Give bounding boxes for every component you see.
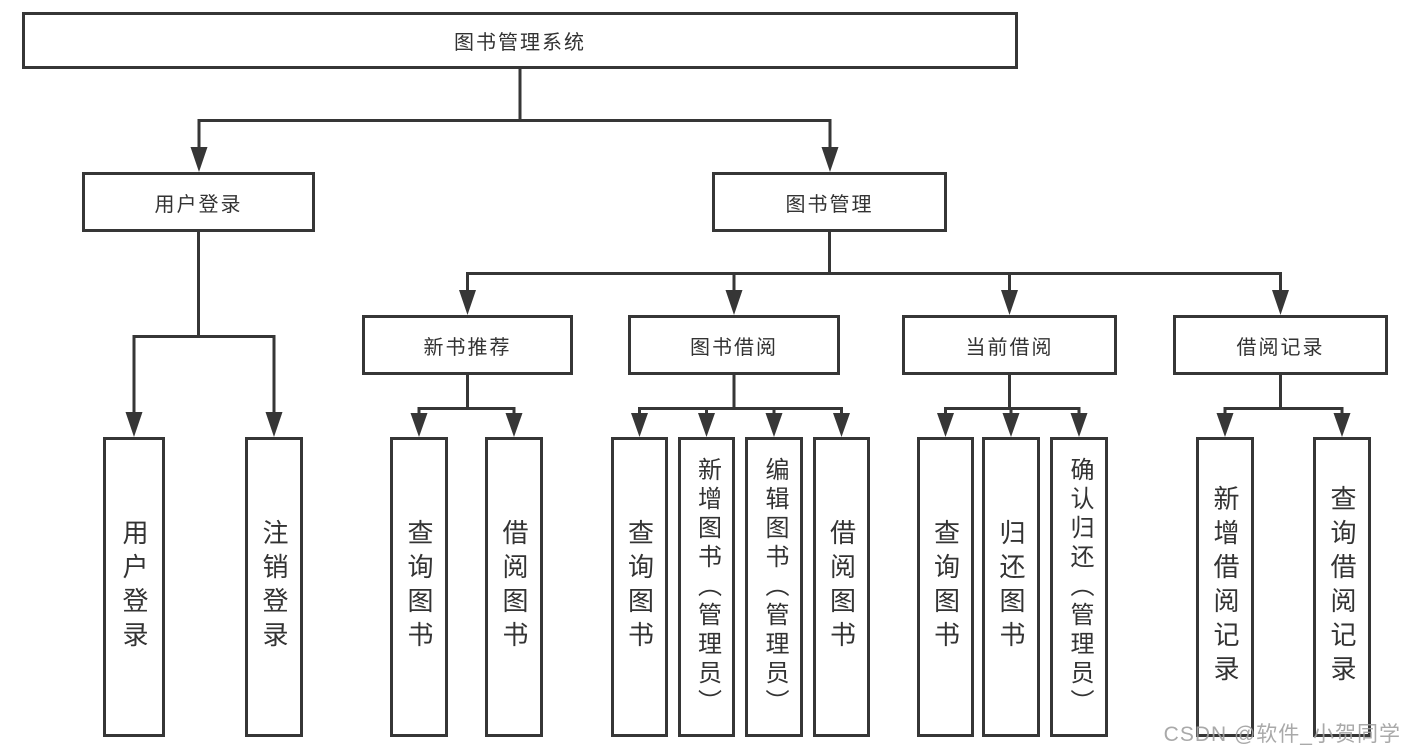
leaf-br-add-record: 新增借阅记录 [1196,437,1254,737]
leaf-nbr-borrow-books: 借阅图书 [485,437,543,737]
leaf-br-query-record: 查询借阅记录 [1313,437,1371,737]
leaf-cb-confirm-return-admin: 确认归还（管理员） [1050,437,1108,737]
node-user-login: 用户登录 [82,172,315,232]
node-book-management: 图书管理 [712,172,947,232]
leaf-cb-query-books: 查询图书 [917,437,974,737]
node-borrowing-records: 借阅记录 [1173,315,1388,375]
arrowheads-down-icon [125,147,1351,437]
leaf-bb-borrow-books: 借阅图书 [813,437,870,737]
leaf-user-login: 用户登录 [103,437,165,737]
leaf-bb-query-books: 查询图书 [611,437,668,737]
leaf-cb-return-books: 归还图书 [982,437,1040,737]
node-book-borrowing: 图书借阅 [628,315,840,375]
leaf-bb-edit-books-admin: 编辑图书（管理员） [745,437,803,737]
node-new-book-recommendation: 新书推荐 [362,315,573,375]
watermark-text: CSDN @软件_小贺同学 [1163,723,1401,746]
leaf-bb-add-books-admin: 新增图书（管理员） [678,437,735,737]
leaf-logout: 注销登录 [245,437,303,737]
node-current-borrowing: 当前借阅 [902,315,1117,375]
leaf-nbr-query-books: 查询图书 [390,437,448,737]
node-root: 图书管理系统 [22,12,1018,69]
